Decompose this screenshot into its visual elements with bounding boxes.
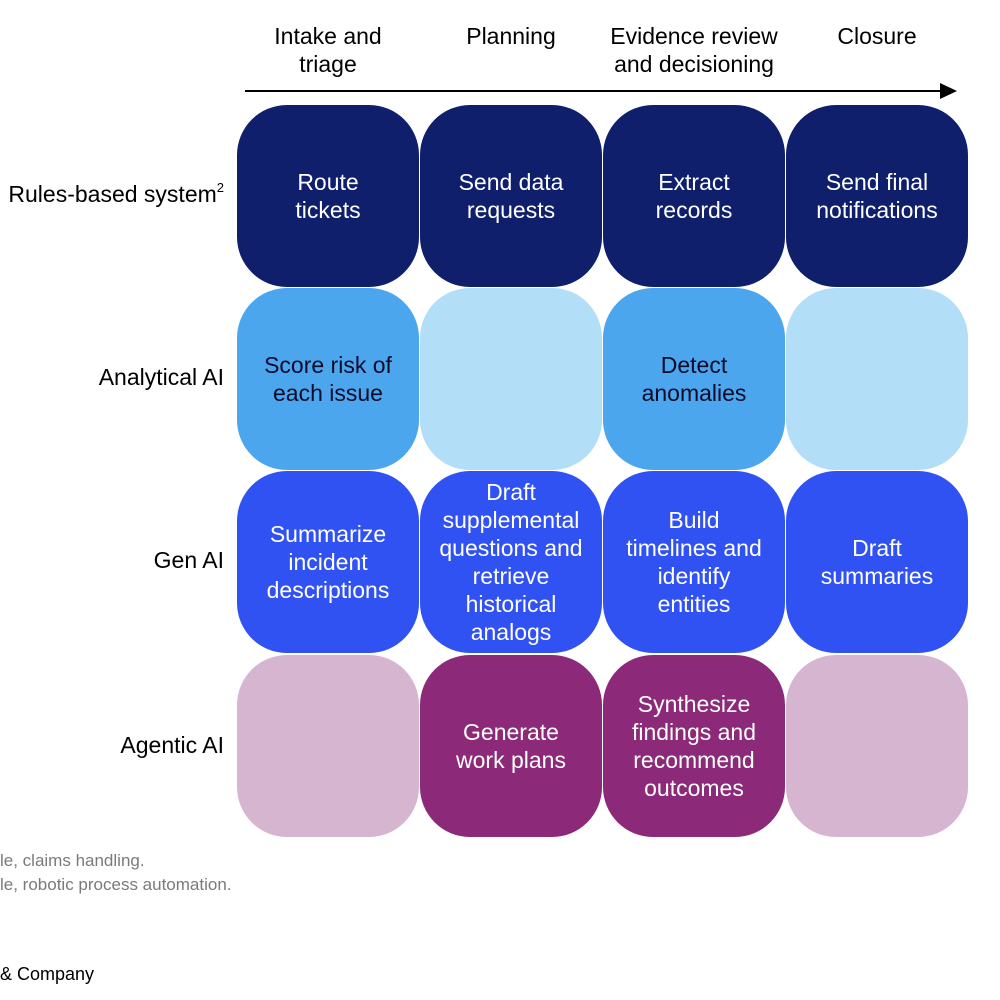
cell-r4-c2: Generate work plans: [420, 655, 602, 837]
cell-r4-c4: [786, 655, 968, 837]
column-header-evidence-review: Evidence review and decisioning: [610, 23, 778, 77]
cell-r2-c4: [786, 288, 968, 470]
row-label-agentic-ai: Agentic AI: [120, 732, 224, 758]
timeline-arrow-line: [245, 90, 945, 92]
footnote-2: le, robotic process automation.: [0, 875, 232, 894]
cell-r3-c4: Draft summaries: [786, 471, 968, 653]
cell-r3-c2: Draft supplemental questions and retriev…: [420, 471, 602, 653]
column-header-intake: Intake and triage: [274, 23, 382, 77]
cell-r1-c3: Extract records: [603, 105, 785, 287]
source-credit: & Company: [0, 964, 95, 984]
column-header-planning: Planning: [466, 23, 556, 49]
cell-r1-c1: Route tickets: [237, 105, 419, 287]
row-label-text: Rules-based system: [8, 181, 217, 207]
row-label-gen-ai: Gen AI: [153, 547, 224, 573]
row-label-analytical-ai: Analytical AI: [98, 364, 224, 390]
cell-r2-c3: Detect anomalies: [603, 288, 785, 470]
cell-r3-c1: Summarize incident descriptions: [237, 471, 419, 653]
footnote-1: le, claims handling.: [0, 851, 145, 870]
arrow-right-icon: [940, 83, 957, 99]
cell-r2-c1: Score risk of each issue: [237, 288, 419, 470]
cell-r2-c2: [420, 288, 602, 470]
cell-r1-c4: Send final notifications: [786, 105, 968, 287]
row-label-rules-based: Rules-based system2: [8, 180, 224, 208]
cell-r1-c2: Send data requests: [420, 105, 602, 287]
footnote-marker: 2: [216, 180, 224, 195]
cell-r4-c3: Synthesize findings and recommend outcom…: [603, 655, 785, 837]
cell-r3-c3: Build timelines and identify entities: [603, 471, 785, 653]
column-header-closure: Closure: [837, 23, 917, 49]
cell-r4-c1: [237, 655, 419, 837]
